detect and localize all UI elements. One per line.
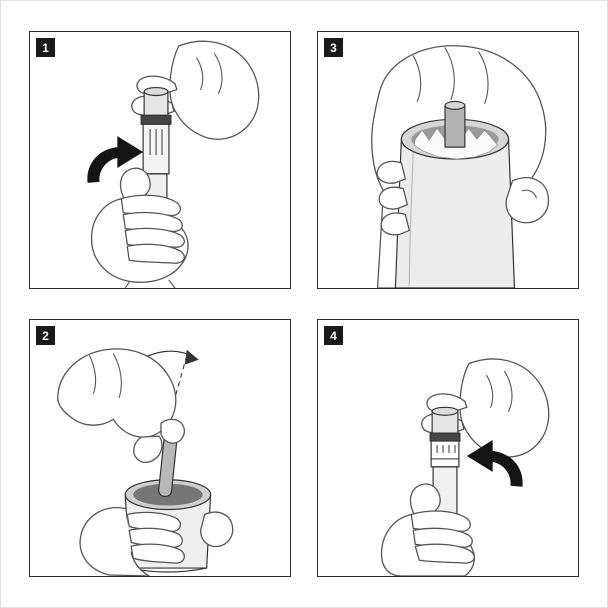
hand-bottom: [380, 483, 476, 576]
step-2-illustration: [57, 348, 234, 576]
hand-bottom: [90, 167, 189, 288]
step-badge: 2: [36, 326, 55, 345]
step-3-illustration: [371, 45, 549, 288]
rotate-right-arrow-icon: [87, 136, 144, 183]
instruction-diagram: 1: [29, 31, 579, 577]
hand-front-fingers: [376, 160, 549, 236]
step-panel-2: 2: [29, 319, 291, 577]
step-1-illustration: [87, 40, 260, 288]
tube-cylinder: [394, 100, 516, 288]
step-badge: 4: [324, 326, 343, 345]
step-badge: 1: [36, 38, 55, 57]
hand-lower: [79, 507, 234, 576]
inner-rod: [444, 100, 466, 148]
step-panel-3: 3: [317, 31, 579, 289]
pinch-fingertips: [133, 418, 186, 464]
rotate-left-arrow-icon: [466, 440, 523, 487]
step-panel-4: 4: [317, 319, 579, 577]
step-badge: 3: [324, 38, 343, 57]
step-4-illustration: [380, 358, 550, 576]
hand-upper: [57, 348, 177, 438]
step-panel-1: 1: [29, 31, 291, 289]
